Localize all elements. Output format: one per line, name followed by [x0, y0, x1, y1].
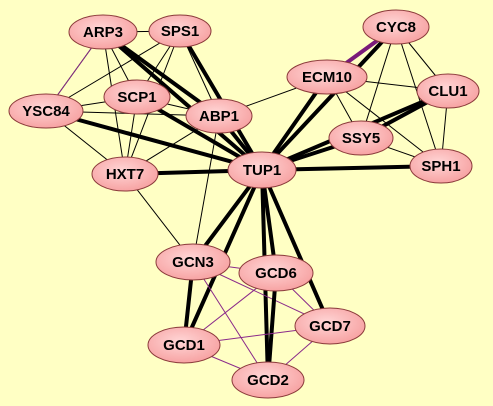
node-arp3[interactable]: ARP3 [68, 14, 138, 50]
node-ecm10[interactable]: ECM10 [286, 59, 368, 95]
node-gcd1[interactable]: GCD1 [147, 326, 221, 364]
node-sps1[interactable]: SPS1 [148, 14, 212, 48]
node-label: ABP1 [199, 108, 239, 125]
node-ellipse[interactable] [103, 79, 171, 115]
node-label: SPH1 [421, 158, 460, 175]
node-label: GCD6 [255, 265, 297, 282]
node-cyc8[interactable]: CYC8 [362, 9, 430, 45]
node-ellipse[interactable] [147, 326, 221, 364]
node-ellipse[interactable] [416, 73, 480, 109]
edge-abp1-gcn3 [192, 115, 220, 263]
node-abp1[interactable]: ABP1 [185, 98, 253, 134]
node-label: CYC8 [376, 19, 416, 36]
node-label: SPS1 [161, 23, 199, 40]
edge-tup1-ysc84 [44, 109, 264, 172]
node-label: SCP1 [117, 89, 156, 106]
node-clu1[interactable]: CLU1 [416, 73, 480, 109]
node-ellipse[interactable] [238, 254, 314, 292]
edge-tup1-cyc8 [260, 25, 398, 172]
edge-gcn3-gcd2 [192, 261, 269, 381]
node-gcd2[interactable]: GCD2 [231, 361, 305, 399]
node-label: GCD1 [163, 337, 205, 354]
node-label: GCN3 [172, 254, 214, 271]
node-ellipse[interactable] [91, 156, 159, 192]
node-sph1[interactable]: SPH1 [409, 148, 473, 184]
node-ysc84[interactable]: YSC84 [8, 93, 84, 129]
edge-tup1-gcd7 [260, 168, 332, 328]
node-gcd7[interactable]: GCD7 [294, 307, 366, 345]
node-gcn3[interactable]: GCN3 [155, 243, 231, 281]
node-ellipse[interactable] [231, 361, 305, 399]
node-label: TUP1 [243, 162, 281, 179]
node-ellipse[interactable] [155, 243, 231, 281]
node-label: ECM10 [302, 69, 352, 86]
node-label: ARP3 [83, 24, 123, 41]
node-label: GCD7 [309, 318, 351, 335]
node-label: GCD2 [247, 372, 289, 389]
node-ellipse[interactable] [294, 307, 366, 345]
node-ellipse[interactable] [8, 93, 84, 129]
node-ellipse[interactable] [286, 59, 368, 95]
node-tup1[interactable]: TUP1 [227, 151, 297, 189]
node-label: YSC84 [22, 103, 70, 120]
node-ellipse[interactable] [328, 120, 394, 156]
node-ellipse[interactable] [185, 98, 253, 134]
node-ellipse[interactable] [148, 14, 212, 48]
edge-tup1-arp3 [101, 30, 264, 172]
edges-layer [44, 25, 450, 382]
node-hxt7[interactable]: HXT7 [91, 156, 159, 192]
node-label: SSY5 [342, 130, 380, 147]
node-ellipse[interactable] [409, 148, 473, 184]
node-gcd6[interactable]: GCD6 [238, 254, 314, 292]
node-ssy5[interactable]: SSY5 [328, 120, 394, 156]
node-label: HXT7 [106, 166, 144, 183]
node-ellipse[interactable] [362, 9, 430, 45]
node-scp1[interactable]: SCP1 [103, 79, 171, 115]
node-ellipse[interactable] [227, 151, 297, 189]
node-ellipse[interactable] [68, 14, 138, 50]
node-label: CLU1 [428, 83, 467, 100]
